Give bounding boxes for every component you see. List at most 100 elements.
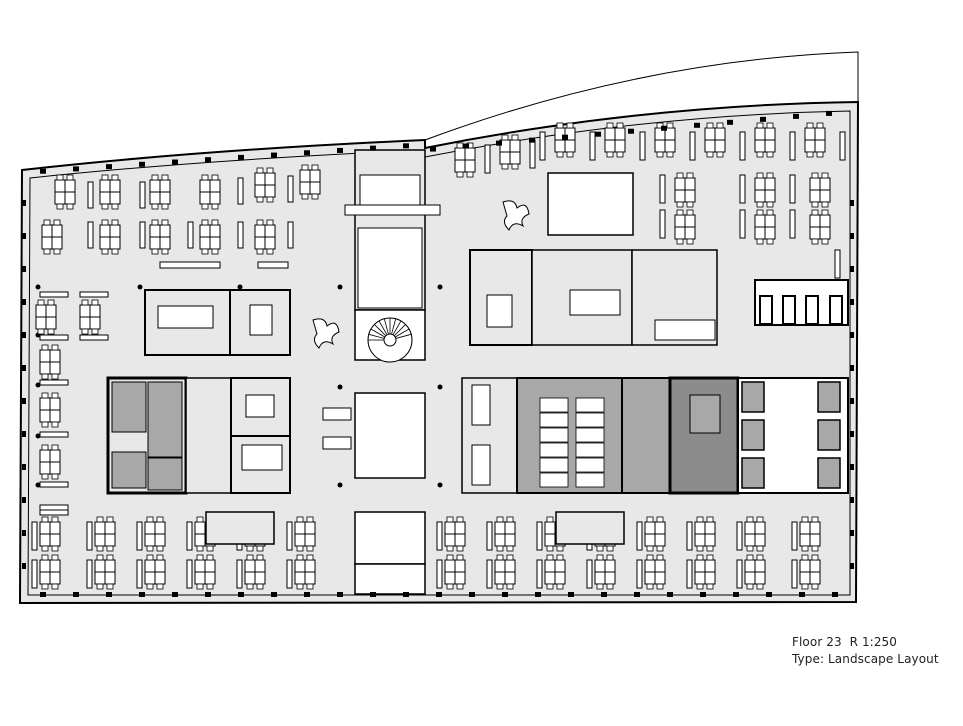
- chair: [606, 583, 614, 590]
- chair: [506, 583, 514, 590]
- chair: [211, 174, 219, 181]
- chair: [546, 554, 554, 561]
- atrium-void-bottom: [354, 511, 426, 565]
- plan-caption: Floor 23 R 1:250 Type: Landscape Layout: [792, 634, 939, 668]
- mullion: [304, 150, 310, 156]
- mullion: [403, 143, 409, 149]
- chair: [196, 516, 204, 523]
- mullion: [850, 398, 854, 404]
- booth: [555, 511, 625, 545]
- desk-cluster: [39, 344, 61, 380]
- mullion: [826, 110, 832, 116]
- booth: [205, 511, 275, 545]
- mullion: [502, 592, 508, 597]
- chair: [66, 174, 74, 181]
- storage-cabinet: [39, 504, 69, 511]
- chair: [296, 583, 304, 590]
- desk-cluster: [149, 219, 171, 255]
- chair: [146, 554, 154, 561]
- chair: [146, 545, 154, 552]
- storage-cabinet: [237, 221, 244, 249]
- chair: [801, 545, 809, 552]
- chair: [201, 174, 209, 181]
- storage-cabinet: [486, 521, 493, 551]
- chair: [206, 545, 214, 552]
- chair: [246, 554, 254, 561]
- chair: [646, 516, 654, 523]
- bridge: [344, 204, 441, 216]
- chair: [756, 122, 764, 129]
- storage-cabinet: [79, 291, 109, 298]
- chair: [91, 328, 99, 335]
- storage-cabinet: [186, 521, 193, 551]
- mullion: [22, 266, 26, 272]
- storage-cabinet: [31, 521, 38, 551]
- chair: [201, 203, 209, 210]
- chair: [96, 516, 104, 523]
- column: [35, 482, 41, 488]
- chair: [41, 373, 49, 380]
- chair: [256, 167, 264, 174]
- mullion: [850, 299, 854, 305]
- facade-mullions: [22, 110, 854, 597]
- lift-car: [741, 457, 765, 489]
- storage-cabinet: [659, 209, 666, 239]
- mullion: [760, 116, 766, 122]
- mullion: [73, 592, 79, 597]
- desk-cluster: [244, 554, 266, 590]
- storage-cabinet: [739, 131, 746, 161]
- column: [337, 384, 343, 390]
- mullion: [22, 431, 26, 437]
- chair: [56, 203, 64, 210]
- desk-cluster: [299, 164, 321, 200]
- mullion: [172, 592, 178, 597]
- wc-cubicle: [575, 397, 605, 413]
- storage-cabinet: [639, 131, 646, 161]
- chair: [111, 203, 119, 210]
- storage-cabinet: [139, 181, 146, 209]
- chair: [256, 248, 264, 255]
- desk-cluster: [149, 174, 171, 210]
- chair: [306, 516, 314, 523]
- stair-tread: [391, 318, 397, 335]
- mullion: [172, 159, 178, 165]
- stair-tread: [368, 333, 385, 339]
- room: [621, 377, 671, 494]
- lift-car: [741, 419, 765, 451]
- storage-cabinet: [286, 559, 293, 589]
- mullion: [22, 299, 26, 305]
- chair: [156, 583, 164, 590]
- chair: [81, 299, 89, 306]
- desk-cluster: [79, 299, 101, 335]
- mullion: [370, 592, 376, 597]
- chair: [821, 172, 829, 179]
- chair: [746, 545, 754, 552]
- mullion: [22, 233, 26, 239]
- mullion: [727, 119, 733, 125]
- chair: [666, 151, 674, 158]
- chair: [161, 203, 169, 210]
- mullion: [799, 592, 805, 597]
- chair: [146, 516, 154, 523]
- mullion: [271, 152, 277, 158]
- desk-cluster: [99, 174, 121, 210]
- chair: [546, 516, 554, 523]
- chair: [206, 554, 214, 561]
- chair: [151, 174, 159, 181]
- sofa: [322, 407, 352, 421]
- storage-cabinet: [736, 521, 743, 551]
- atrium-void-lower: [354, 392, 426, 479]
- chair: [151, 248, 159, 255]
- chair: [706, 516, 714, 523]
- light-well: [547, 172, 634, 236]
- column: [437, 482, 443, 488]
- chair: [756, 172, 764, 179]
- chair: [51, 516, 59, 523]
- desk-cluster: [494, 554, 516, 590]
- chair: [146, 583, 154, 590]
- mullion: [850, 200, 854, 206]
- chair: [156, 516, 164, 523]
- meeting-table: [249, 304, 273, 336]
- chair: [566, 122, 574, 129]
- mullion: [850, 530, 854, 536]
